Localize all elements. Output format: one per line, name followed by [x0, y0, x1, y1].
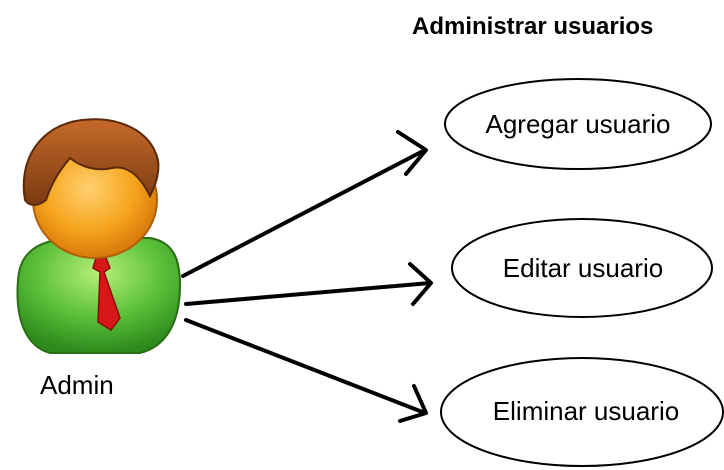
- association-arrow-editar: [184, 262, 433, 306]
- use-case-label: Editar usuario: [503, 253, 663, 283]
- use-case-eliminar-usuario[interactable]: Eliminar usuario: [440, 357, 724, 467]
- use-case-label: Eliminar usuario: [493, 396, 679, 426]
- actor-label: Admin: [40, 370, 114, 400]
- diagram-title: Administrar usuarios: [412, 13, 653, 40]
- association-arrow-eliminar: [184, 318, 428, 423]
- association-arrow-agregar: [181, 130, 428, 278]
- use-case-agregar-usuario[interactable]: Agregar usuario: [444, 78, 712, 170]
- use-case-label: Agregar usuario: [486, 109, 671, 139]
- use-case-editar-usuario[interactable]: Editar usuario: [451, 218, 713, 318]
- user-admin-icon: [16, 118, 182, 354]
